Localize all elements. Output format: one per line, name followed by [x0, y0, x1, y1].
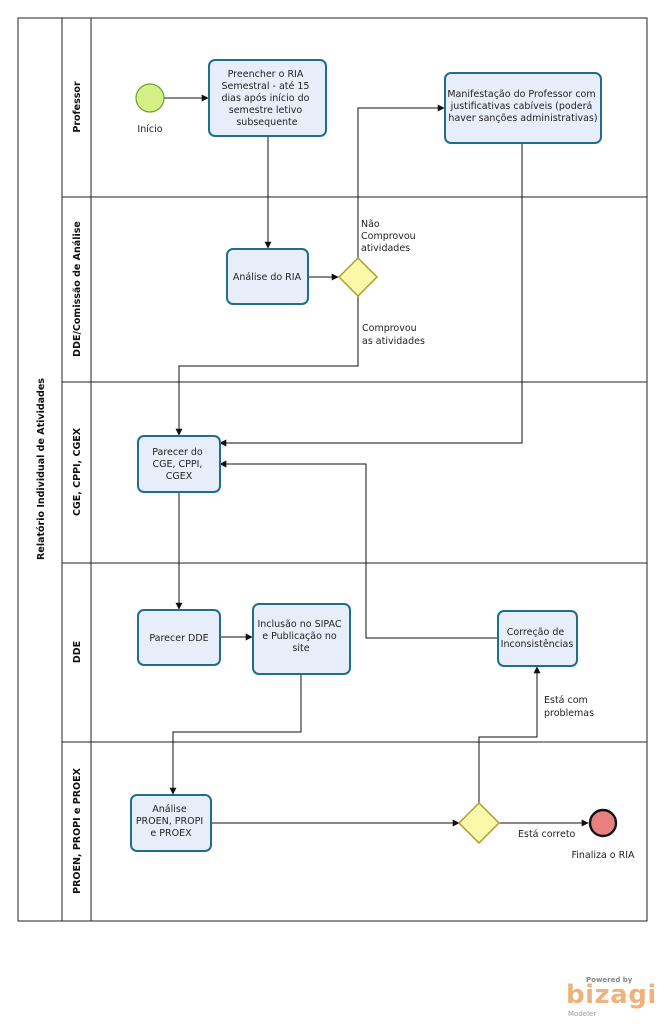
label-esta-com-problemas: Está com problemas	[544, 695, 594, 719]
lane-label-dde: DDE	[72, 641, 83, 663]
flow-gateway-to-correcao	[478, 666, 541, 803]
task-line: Manifestação do Professor com	[447, 89, 595, 100]
svg-text:Análise PROEN, PROPI: Análise PROEN, PROPI e PROEX	[136, 804, 206, 839]
task-line: Semestral - até 15	[221, 81, 309, 92]
end-event-label: Finaliza o RIA	[571, 850, 635, 861]
task-line: Análise do RIA	[233, 272, 302, 283]
task-parecer-cge[interactable]: Parecer do CGE, CPPI, CGEX	[137, 435, 221, 493]
svg-text:Manifestação do Professor com: Manifestação do Professor com justificat…	[447, 89, 598, 124]
svg-text:Preencher o RIA Semestr: Preencher o RIA Semestral - até 15 dias …	[221, 69, 312, 128]
svg-text:Parecer do CGE, CPPI,: Parecer do CGE, CPPI, CGEX	[152, 447, 206, 482]
flow-manifestacao-to-parecer-cge	[219, 143, 523, 447]
label-nao-comprovou: Não Comprovou atividades	[361, 219, 419, 254]
task-inclusao-sipac[interactable]: Inclusão no SIPAC e Publicação no site	[252, 603, 351, 675]
start-event[interactable]	[135, 83, 165, 113]
task-line: CGE, CPPI,	[153, 459, 203, 470]
label-esta-correto: Está correto	[518, 829, 576, 840]
lane-label-cge: CGE, CPPI, CGEX	[72, 427, 83, 516]
task-analise-proen[interactable]: Análise PROEN, PROPI e PROEX	[130, 794, 212, 852]
svg-text:Análise do RIA: Análise do RIA	[233, 272, 302, 283]
lane-label-professor: Professor	[72, 81, 83, 133]
end-event[interactable]	[588, 808, 618, 838]
task-line: Preencher o RIA	[228, 69, 304, 80]
task-line: Parecer DDE	[149, 633, 208, 644]
task-line: Inconsistências	[501, 639, 574, 650]
flow-gateway-to-manifestacao	[357, 104, 445, 258]
task-line: dias após início do	[222, 93, 310, 104]
task-line: CGEX	[166, 471, 193, 482]
label-comprovou: Comprovou as atividades	[362, 323, 425, 347]
lane-label-dde-comissao: DDE/Comissão de Análise	[72, 221, 83, 357]
task-line: Correção de	[507, 627, 565, 638]
lane-label-proen: PROEN, PROPI e PROEX	[72, 767, 83, 893]
task-line: Análise	[152, 804, 187, 815]
task-line: PROEN, PROPI	[136, 816, 203, 827]
task-line: e PROEX	[150, 828, 192, 839]
svg-text:Correção de Inconsistênc: Correção de Inconsistências	[501, 627, 574, 650]
task-line: Inclusão no SIPAC	[257, 619, 341, 630]
task-parecer-dde[interactable]: Parecer DDE	[137, 609, 221, 666]
gateway-comprovou[interactable]	[338, 257, 378, 297]
start-event-label: Início	[137, 124, 162, 135]
powered-by-text: Powered by	[586, 976, 633, 984]
brand-name: bizagi	[566, 980, 657, 1010]
task-line: e Publicação no	[262, 631, 337, 642]
svg-text:Parecer DDE: Parecer DDE	[149, 633, 208, 644]
gateway-esta-correto[interactable]	[458, 802, 500, 844]
product-name: Modeler	[568, 1010, 597, 1018]
task-line: Parecer do	[152, 447, 203, 458]
task-line: haver sanções administrativas)	[448, 113, 597, 124]
svg-text:Inclusão no SIPAC e Publ: Inclusão no SIPAC e Publicação no site	[257, 619, 344, 654]
flow-gateway-to-parecer-cge	[175, 296, 359, 436]
pool: Relatório Individual de Atividades	[17, 17, 648, 922]
task-preencher-ria[interactable]: Preencher o RIA Semestral - até 15 dias …	[208, 59, 327, 137]
sequence-flows	[164, 94, 589, 827]
bizagi-logo: Powered by bizagi Modeler	[566, 976, 656, 1020]
task-line: justificativas cabíveis (poderá	[450, 101, 593, 112]
task-correcao-inconsistencias[interactable]: Correção de Inconsistências	[497, 610, 578, 667]
flow-correcao-to-parecer-cge	[219, 460, 497, 639]
task-line: site	[292, 643, 309, 654]
flow-inclusao-to-analise-proen	[169, 674, 302, 795]
pool-title: Relatório Individual de Atividades	[36, 378, 47, 560]
task-manifestacao-professor[interactable]: Manifestação do Professor com justificat…	[444, 72, 602, 144]
task-line: subsequente	[236, 117, 297, 128]
task-line: semestre letivo	[229, 105, 303, 116]
task-analise-ria[interactable]: Análise do RIA	[226, 248, 309, 305]
